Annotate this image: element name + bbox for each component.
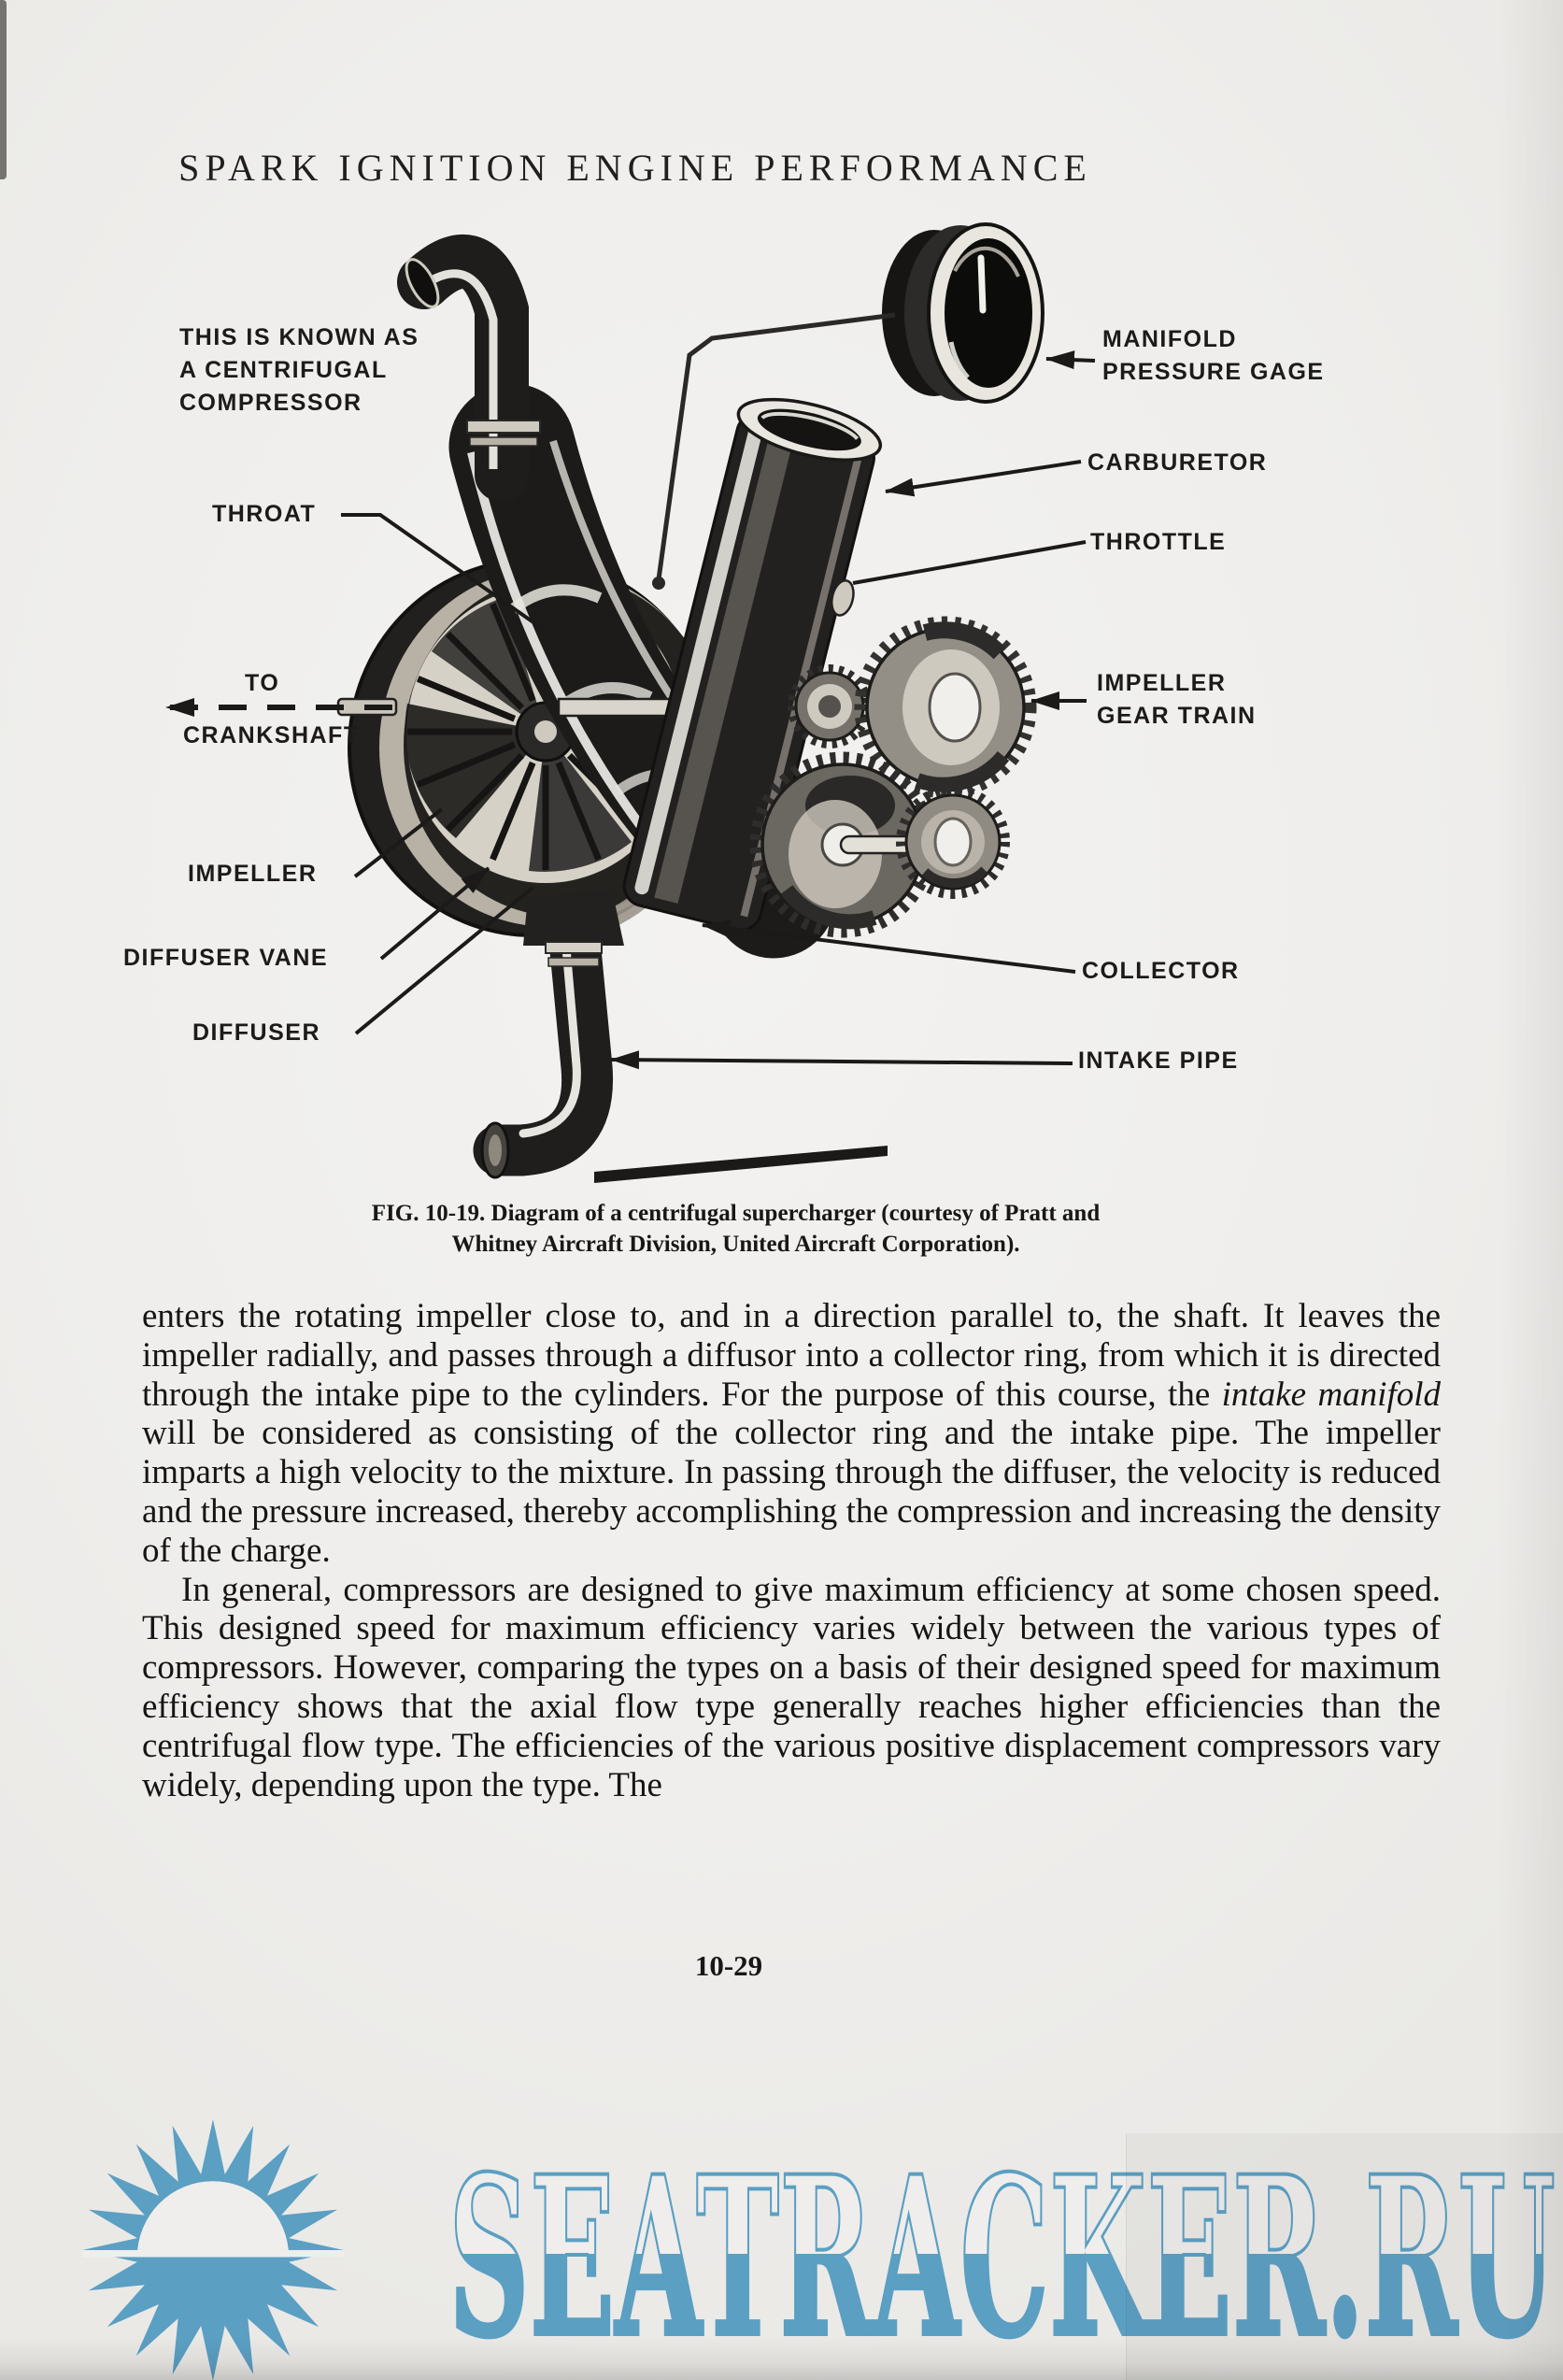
paragraph-1-text: enters the rotating impeller close to, a… (142, 1297, 1441, 1414)
callout-manifold-pressure-gage: MANIFOLD PRESSURE GAGE (1102, 323, 1325, 389)
callout-line: COMPRESSOR (179, 390, 362, 416)
manifold-pressure-gauge (652, 222, 1044, 590)
leader-intake-pipe (610, 1050, 1073, 1070)
leader-impeller (353, 807, 444, 878)
callout-collector: COLLECTOR (1082, 958, 1240, 984)
callout-line: PRESSURE GAGE (1102, 359, 1325, 385)
callout-throat: THROAT (212, 501, 317, 527)
leader-diffuser-vane (379, 866, 490, 961)
scan-edge-mark (0, 0, 7, 179)
paragraph-1-italic: intake manifold (1221, 1375, 1442, 1414)
callout-throttle: THROTTLE (1090, 529, 1227, 555)
watermark-text: SEATRACKER.RU (448, 2129, 1556, 2380)
figure-caption: FIG. 10-19. Diagram of a centrifugal sup… (103, 1198, 1369, 1260)
leader-lines (165, 350, 1096, 1070)
paragraph-1-text: will be considered as consisting of the … (142, 1414, 1441, 1570)
leader-manifold (1045, 350, 1096, 370)
watermark-sun-logo (82, 2119, 344, 2380)
leader-diffuser (354, 886, 534, 1035)
callout-line: A CENTRIFUGAL (179, 357, 388, 383)
callout-carburetor: CARBURETOR (1087, 449, 1268, 476)
intake-pipe-shape (473, 885, 614, 1179)
scan-edge-right (1498, 0, 1563, 2380)
callout-crankshaft: CRANKSHAFT (183, 722, 360, 748)
impeller-vanes (405, 593, 684, 872)
body-text: enters the rotating impeller close to, a… (142, 1297, 1441, 1804)
callout-impeller: IMPELLER (188, 861, 318, 887)
leader-collector (702, 919, 1076, 974)
callout-impeller-gear-train: IMPELLER GEAR TRAIN (1097, 667, 1257, 733)
scan-edge-bottom (0, 2337, 1563, 2380)
caption-line-1: FIG. 10-19. Diagram of a centrifugal sup… (371, 1201, 1101, 1226)
paragraph-2: In general, compressors are designed to … (142, 1570, 1441, 1804)
callout-to: TO (245, 670, 280, 696)
callout-line: MANIFOLD (1102, 326, 1237, 352)
caption-line-2: Whitney Aircraft Division, United Aircra… (451, 1232, 1020, 1257)
callout-diffuser-vane: DIFFUSER VANE (123, 945, 329, 971)
leader-throat (341, 513, 551, 635)
leader-carburetor (885, 460, 1082, 497)
running-header: SPARK IGNITION ENGINE PERFORMANCE (178, 147, 1092, 189)
callout-intake-pipe: INTAKE PIPE (1078, 1047, 1239, 1074)
callout-line: GEAR TRAIN (1097, 703, 1257, 729)
leader-throttle (852, 540, 1087, 585)
carburetor-barrel (622, 397, 883, 932)
page-number: 10-29 (694, 1949, 763, 1982)
scanbed-shade (1126, 2133, 1563, 2380)
elbow-pipe (397, 235, 541, 502)
callout-line: THIS IS KNOWN AS (179, 324, 419, 350)
callout-centrifugal-compressor: THIS IS KNOWN AS A CENTRIFUGAL COMPRESSO… (179, 321, 419, 420)
paragraph-1: enters the rotating impeller close to, a… (142, 1297, 1441, 1571)
impeller-gear-train (749, 616, 1037, 938)
base-shadow (594, 1146, 888, 1183)
callout-line: IMPELLER (1097, 670, 1227, 696)
callout-diffuser: DIFFUSER (192, 1019, 320, 1046)
